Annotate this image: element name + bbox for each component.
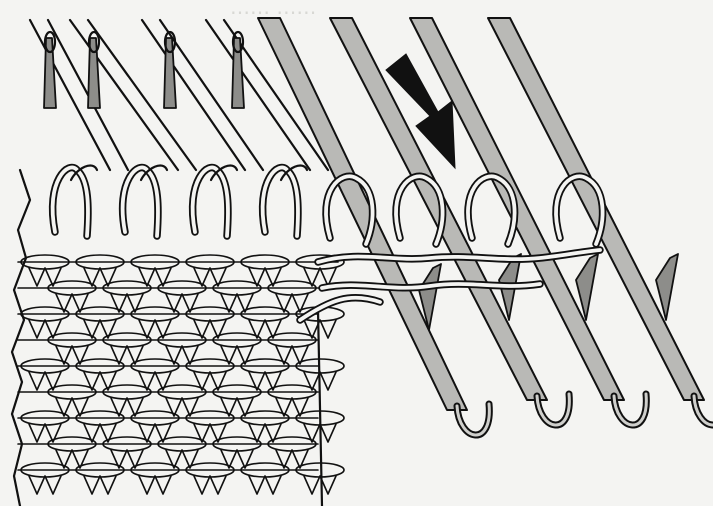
needle-shaft xyxy=(88,20,196,170)
stitch-leg xyxy=(29,476,61,494)
needle-shaft xyxy=(142,20,245,170)
stitch-loop-inner xyxy=(263,168,298,236)
faint-caption: …… …… xyxy=(230,0,316,19)
stitch-loop-inner xyxy=(53,168,88,236)
stitch-leg xyxy=(194,476,226,494)
stitch-leg xyxy=(84,476,116,494)
stitch-leg xyxy=(249,476,281,494)
stitch-leg xyxy=(304,476,336,494)
needle-shaft xyxy=(70,20,178,170)
fabric-edge xyxy=(12,170,30,506)
stitch-leg xyxy=(139,476,171,494)
stitch-loop-inner xyxy=(123,168,158,236)
stitch-loop-inner xyxy=(193,168,228,236)
